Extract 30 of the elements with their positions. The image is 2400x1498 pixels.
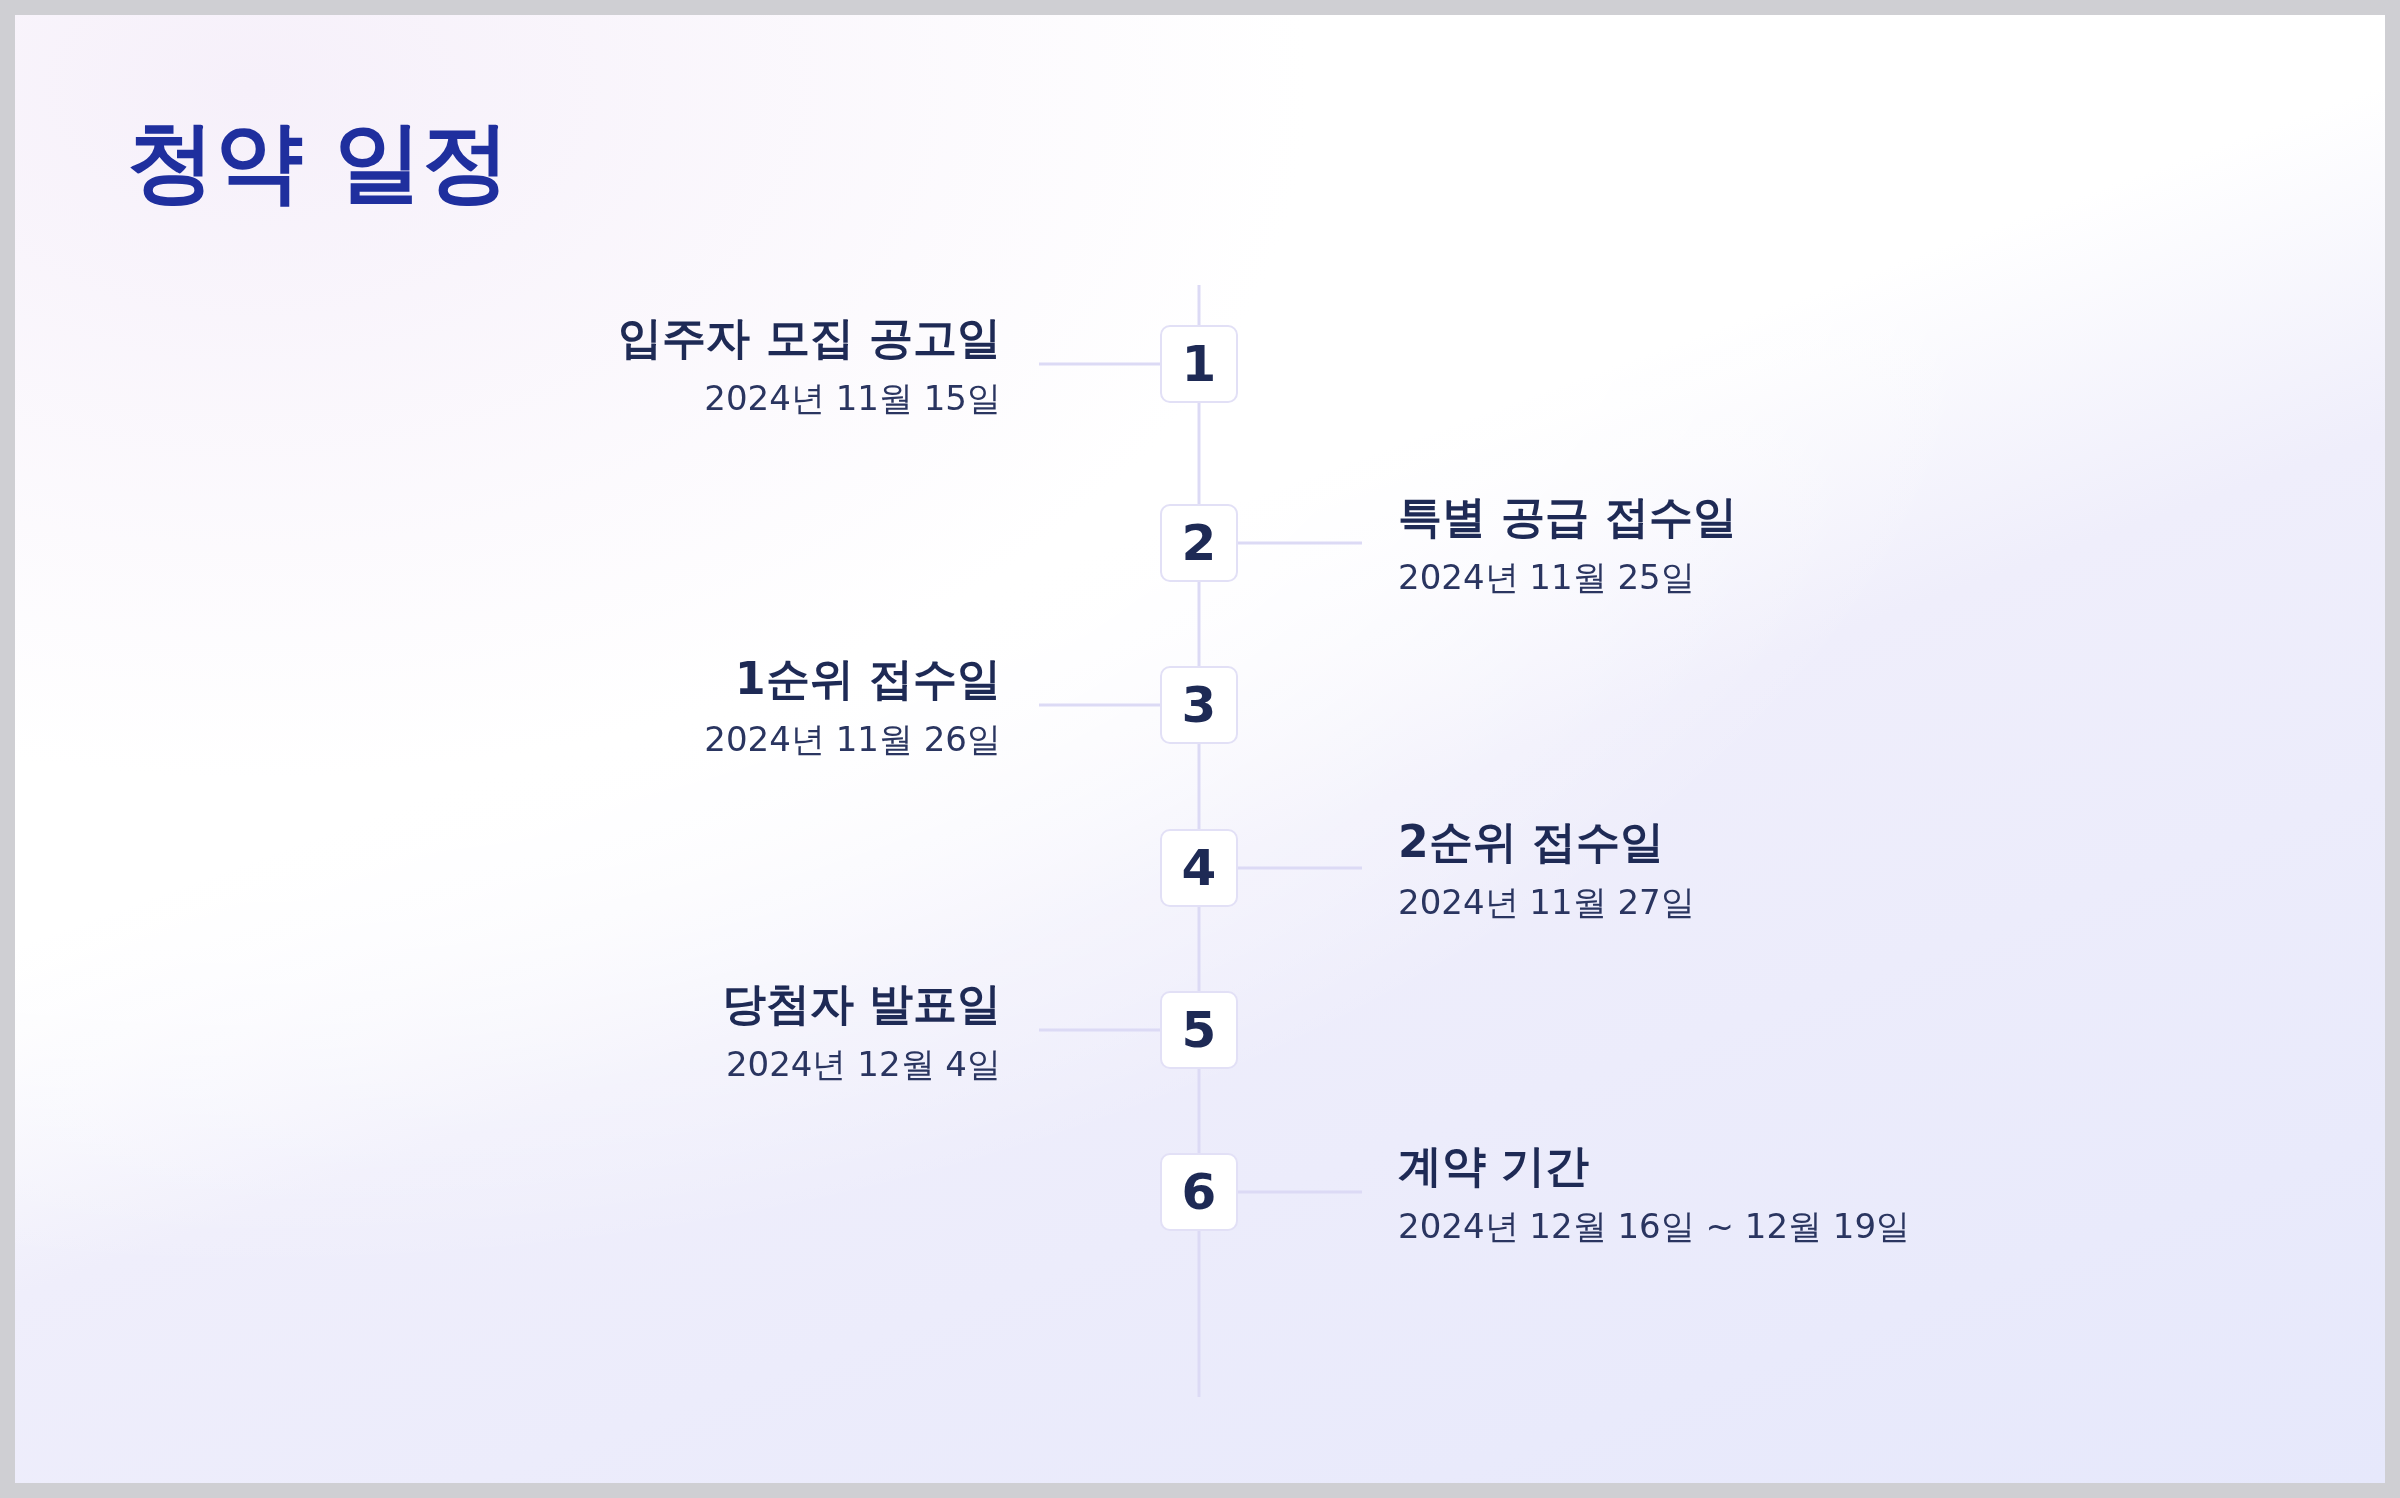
step-number: 4 xyxy=(1181,843,1217,893)
step-title: 계약 기간 xyxy=(1398,1142,1590,1191)
step-number: 6 xyxy=(1181,1167,1217,1217)
page-title: 청약 일정 xyxy=(127,109,510,215)
connector-line xyxy=(1039,703,1160,707)
step-date: 2024년 11월 27일 xyxy=(1398,884,1695,922)
step-title: 당첨자 발표일 xyxy=(721,980,1001,1029)
connector-line xyxy=(1238,541,1362,545)
step-number-box xyxy=(1160,1153,1238,1231)
step-date: 2024년 11월 26일 xyxy=(704,721,1001,759)
step-number-box xyxy=(1160,666,1238,744)
step-title: 2순위 접수일 xyxy=(1398,818,1664,867)
step-number-box xyxy=(1160,829,1238,907)
step-date: 2024년 11월 15일 xyxy=(704,380,1001,418)
step-number: 3 xyxy=(1181,680,1217,730)
step-title: 1순위 접수일 xyxy=(735,655,1001,704)
step-number-box xyxy=(1160,991,1238,1069)
connector-line xyxy=(1197,403,1201,504)
step-date: 2024년 12월 16일 ~ 12월 19일 xyxy=(1398,1208,1911,1246)
step-number-box xyxy=(1160,325,1238,403)
step-date: 2024년 11월 25일 xyxy=(1398,559,1695,597)
step-number-box xyxy=(1160,504,1238,582)
step-number: 5 xyxy=(1181,1005,1217,1055)
connector-line xyxy=(1039,362,1160,366)
step-number: 2 xyxy=(1181,518,1217,568)
step-number: 1 xyxy=(1181,339,1217,389)
connector-line xyxy=(1197,582,1201,666)
step-date: 2024년 12월 4일 xyxy=(725,1046,1001,1084)
step-title: 입주자 모집 공고일 xyxy=(618,314,1001,363)
step-title: 특별 공급 접수일 xyxy=(1398,493,1737,542)
